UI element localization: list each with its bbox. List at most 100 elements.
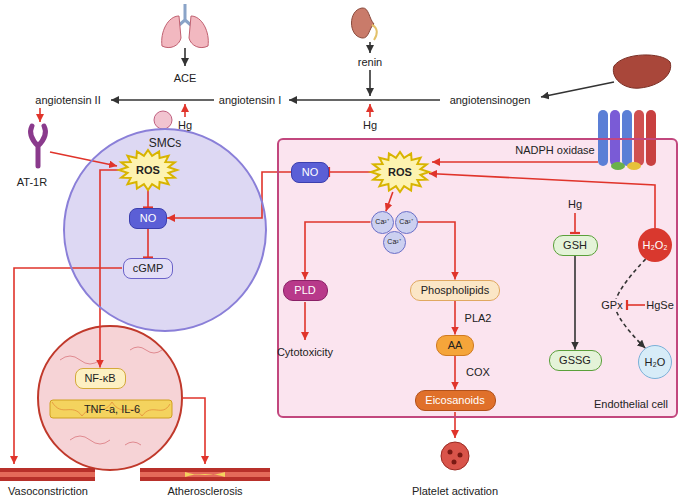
process-box: PLD	[283, 280, 328, 301]
receptor-icon	[154, 111, 172, 129]
ros-star: ROS	[371, 152, 429, 192]
receptor-icon	[39, 108, 41, 122]
process-box: NO	[291, 162, 329, 183]
label-text: NADPH oxidase	[515, 144, 594, 157]
connector	[429, 173, 655, 228]
cascade-arrows	[184, 104, 186, 117]
platelet-icon	[458, 453, 463, 458]
label-text: angiotensin II	[35, 94, 100, 107]
node-label: H₂O₂	[642, 239, 667, 252]
platelet-icon	[448, 450, 453, 455]
label-text: Atherosclerosis	[167, 485, 242, 498]
node-label: NO	[302, 166, 319, 179]
node-label: Phospholipids	[421, 284, 490, 297]
node-label: Ca²⁺	[375, 218, 388, 226]
connector	[100, 170, 119, 368]
outcome-arrows	[304, 302, 306, 340]
process-box: cGMP	[123, 258, 173, 279]
process-box: GSSG	[549, 350, 602, 371]
node-label: Eicosanoids	[425, 394, 484, 407]
lungs-icon	[162, 16, 181, 48]
outcome-arrows	[182, 398, 205, 464]
cascade-arrows	[111, 99, 214, 101]
label-text: Hg	[363, 119, 377, 132]
ros-star: ROS	[119, 150, 177, 190]
node-label: AA	[448, 339, 463, 352]
vessel-icon	[140, 472, 270, 477]
connector	[305, 222, 371, 280]
label-text: Hg	[568, 198, 582, 211]
lungs-icon	[162, 4, 209, 48]
vessel-icon	[0, 472, 95, 477]
process-box: AA	[436, 335, 474, 356]
platelet-icon	[441, 442, 469, 470]
outcome-arrows	[14, 268, 122, 464]
node-label: NO	[140, 212, 157, 225]
node-label: GSH	[563, 239, 587, 252]
label-text: angiotensinogen	[450, 94, 531, 107]
process-box: NO	[129, 208, 167, 229]
cascade-arrows	[369, 42, 371, 53]
outcome-arrows	[14, 162, 645, 464]
liver-icon	[613, 55, 670, 88]
platelet-icon	[452, 460, 457, 465]
outcome-arrows	[574, 213, 576, 233]
edge-label: GPx	[599, 299, 624, 312]
connector	[147, 229, 149, 258]
node-label: ROS	[388, 166, 412, 179]
nucleus	[50, 400, 172, 418]
process-box: Phospholipids	[410, 280, 500, 301]
membrane-protein-icon	[598, 110, 656, 170]
process-box: NF-κB	[75, 368, 126, 389]
cell-heading: SMCs	[65, 137, 265, 151]
cascade-arrows	[289, 99, 440, 101]
node-label: Ca²⁺	[399, 218, 412, 226]
outcome-arrows	[627, 304, 645, 306]
process-box: Eicosanoids	[415, 390, 496, 411]
label-text: Cytotoxicity	[277, 346, 333, 359]
label-text: Vasoconstriction	[8, 485, 88, 498]
vessel-icon	[140, 468, 270, 481]
node-label: Ca²⁺	[387, 238, 400, 246]
label-text: ACE	[174, 72, 197, 85]
cell-fills	[278, 139, 677, 417]
nucleus	[38, 326, 182, 470]
label-text: angiotensin I	[219, 94, 281, 107]
connector	[454, 301, 456, 335]
label-text: AT-1R	[17, 176, 47, 189]
label-text: Hg	[178, 119, 192, 132]
connector	[147, 190, 149, 208]
ion-circle: Ca²⁺	[383, 231, 406, 254]
node-label: ROS	[136, 164, 160, 177]
cascade-arrows	[111, 42, 614, 117]
cascade-arrows	[184, 48, 186, 66]
cell-circle: SMCsROS NO cGMP	[63, 128, 267, 332]
node-label: H₂O	[645, 356, 666, 369]
connector	[167, 172, 291, 218]
label-text: TNF-a, IL-6	[84, 403, 140, 416]
label-text: HgSe	[646, 299, 674, 312]
platelet-icon	[441, 442, 469, 470]
outcome-arrows	[432, 161, 598, 163]
connector	[386, 192, 393, 211]
molecule-circle: H₂O	[638, 345, 672, 379]
cascade-arrows	[369, 70, 371, 96]
edge-label: PLA2	[463, 312, 494, 325]
receptor-icon	[31, 126, 46, 166]
process-box: GSH	[553, 235, 598, 256]
connector	[418, 222, 456, 280]
kidney-icon	[372, 25, 377, 40]
vessel-icon	[185, 472, 225, 477]
nucleus	[38, 326, 182, 470]
label-text: Platelet activation	[412, 485, 498, 498]
ion-circle: Ca²⁺	[371, 211, 394, 234]
connector	[329, 171, 371, 173]
nucleus	[60, 347, 162, 445]
vessel-icon	[0, 468, 95, 481]
kidney-icon	[352, 8, 377, 40]
connector	[574, 256, 576, 350]
ion-circle: Ca²⁺	[395, 211, 418, 234]
lungs-icon	[189, 16, 208, 48]
vessel-icon	[0, 468, 270, 481]
membrane-protein-icon	[611, 162, 625, 170]
